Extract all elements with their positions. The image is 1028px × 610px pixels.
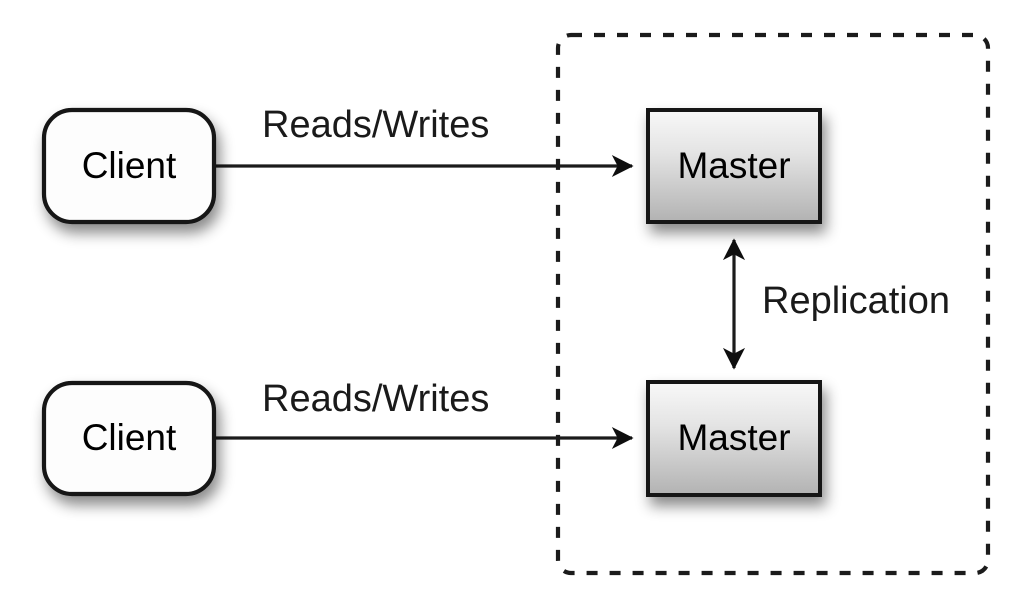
node-client-bottom[interactable]: Client: [41, 380, 217, 497]
replication-group-boundary: [555, 32, 991, 576]
node-master-top[interactable]: Master: [646, 108, 822, 224]
client-bottom-shape: [41, 380, 217, 497]
node-master-bottom[interactable]: Master: [646, 380, 822, 497]
client-top-shape: [41, 107, 217, 225]
master-top-label: Master: [677, 145, 790, 186]
edge-label-reads-writes-bottom: Reads/Writes: [262, 378, 489, 420]
node-client-top[interactable]: Client: [41, 107, 217, 225]
master-bottom-label: Master: [677, 417, 790, 458]
client-top-label: Client: [82, 145, 177, 186]
edge-label-replication: Replication: [762, 280, 950, 322]
master-bottom-shape: [646, 380, 822, 497]
client-bottom-label: Client: [82, 417, 177, 458]
master-top-shape: [646, 108, 822, 224]
edge-label-reads-writes-top: Reads/Writes: [262, 104, 489, 146]
